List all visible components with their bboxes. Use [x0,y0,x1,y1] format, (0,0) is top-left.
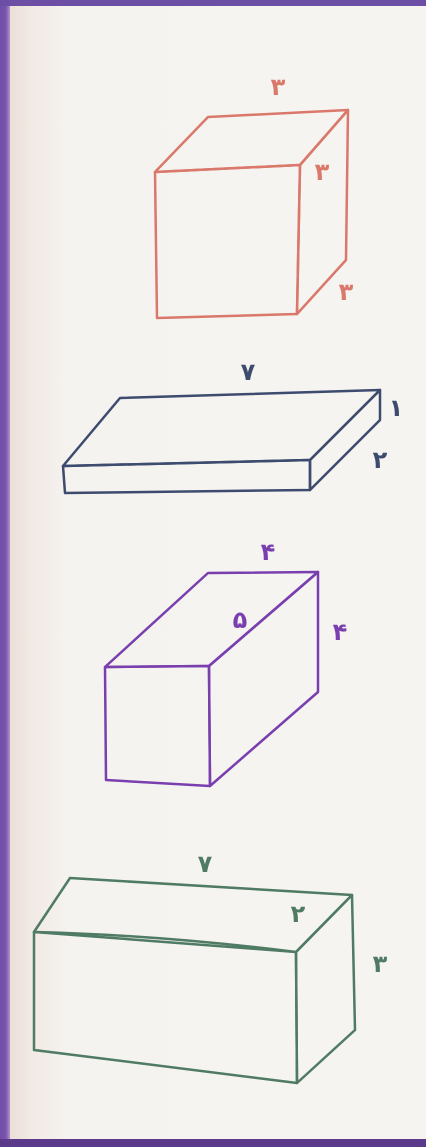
cube-depth-label: ۳ [339,278,354,306]
cube-side-face [295,108,350,316]
cube-front-face [153,163,302,320]
box-side-face [294,893,357,1085]
purple-side-strip [0,0,10,1147]
prism-side-face [207,570,320,788]
prism-top-label: ۴ [261,538,276,566]
slab-top-face [61,388,382,468]
box-height-label: ۳ [373,950,388,978]
prism-front-face [103,664,212,788]
slab-height-label: ۱ [389,394,404,422]
slab-side-face [308,388,382,492]
slab-length-label: ۷ [241,358,256,386]
slab-front-face [61,458,312,495]
prism-side-label: ۴ [333,618,348,646]
slab-shape: ۷ ۱ ۲ [61,358,404,495]
purple-bottom-strip [0,1139,426,1147]
prism-top-face [103,570,320,669]
slab-depth-label: ۲ [373,446,388,474]
cube-top-label: ۳ [271,73,286,101]
box-length-label: ۷ [198,850,213,878]
box-depth-label: ۲ [291,900,306,928]
cube-side-label: ۳ [315,158,330,186]
prism-depth-label: ۵ [233,606,248,634]
prism-shape: ۴ ۵ ۴ [103,538,348,788]
cube-shape: ۳ ۳ ۳ [153,73,354,320]
box-shape: ۷ ۲ ۳ [32,850,388,1085]
box-front-face [32,930,299,1085]
purple-top-strip [0,0,426,6]
